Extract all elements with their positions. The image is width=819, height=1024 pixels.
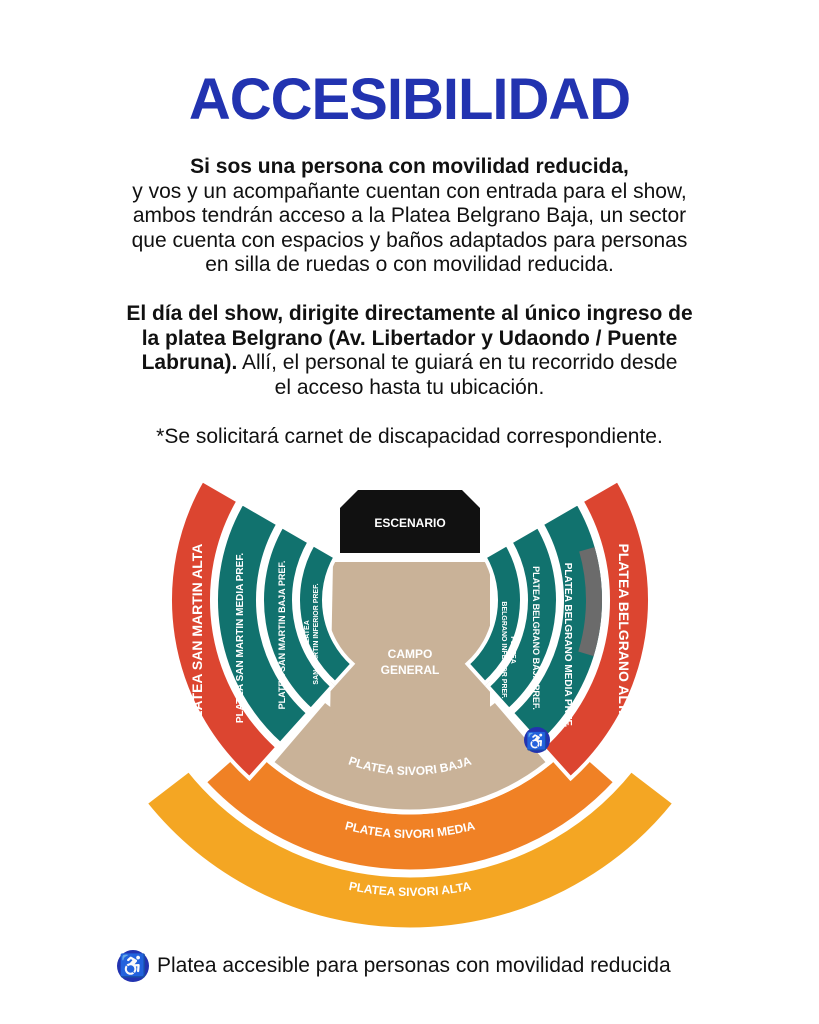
intro-line: en silla de ruedas o con movilidad reduc… xyxy=(205,253,614,276)
instructions-bold: El día del show, dirigite directamente a… xyxy=(126,302,693,325)
san-martin-baja-label: PLATEA SAN MARTIN BAJA PREF. xyxy=(277,561,287,710)
stage-label: ESCENARIO xyxy=(374,516,445,530)
belgrano-inferior-label: BELGRANO INFERIOR PREF. xyxy=(500,601,507,698)
stage xyxy=(340,490,480,553)
wheelchair-icon-circle xyxy=(524,727,550,753)
intro-line: que cuenta con espacios y baños adaptado… xyxy=(131,228,688,252)
legend-text: Platea accesible para personas con movil… xyxy=(157,954,671,977)
legend: ♿ Platea accesible para personas con mov… xyxy=(117,950,671,982)
sector-sivori-alta xyxy=(141,765,679,933)
instructions-line: el acceso hasta tu ubicación. xyxy=(274,375,545,399)
instructions-text: El día del show, dirigite directamente a… xyxy=(0,302,819,400)
intro-line: ambos tendrán acceso a la Platea Belgran… xyxy=(132,204,687,227)
belgrano-inferior-label: PLATEA xyxy=(509,636,516,663)
san-martin-alta-label: PLATEA SAN MARTIN ALTA xyxy=(189,544,205,729)
belgrano-baja-label: PLATEA BELGRANO BAJA PREF. xyxy=(531,566,541,710)
page-title: ACCESIBILIDAD xyxy=(188,67,631,132)
san-martin-media-label: PLATEA SAN MARTIN MEDIA PREF. xyxy=(235,553,246,723)
campo-label: CAMPO xyxy=(388,647,433,661)
wheelchair-marker: ♿ xyxy=(524,727,550,753)
intro-line: y vos y un acompañante cuentan con entra… xyxy=(132,179,687,203)
sivori-alta-label: PLATEA SIVORI ALTA xyxy=(348,879,473,899)
wheelchair-icon: ♿ xyxy=(117,950,149,982)
instructions-line: Allí, el personal te guiará en tu recorr… xyxy=(237,351,678,374)
san-martin-inferior-label: SAN MARTIN INFERIOR PREF. xyxy=(313,583,320,684)
sector-san-martin-baja xyxy=(260,523,336,713)
belgrano-media-label: PLATEA BELGRANO MEDIA PREF. xyxy=(562,563,573,728)
intro-text: Si sos una persona con movilidad reducid… xyxy=(0,155,819,278)
sector-belgrano-alta xyxy=(539,477,652,782)
sector-san-martin-inferior xyxy=(296,541,356,687)
instructions-bold: la platea Belgrano (Av. Libertador y Uda… xyxy=(141,326,678,350)
sector-campo-general xyxy=(330,562,490,748)
sector-san-martin-alta xyxy=(168,477,281,782)
sector-san-martin-media xyxy=(214,500,312,747)
campo-label: GENERAL xyxy=(381,663,440,677)
wheelchair-icon: ♿ xyxy=(526,731,547,751)
belgrano-alta-label: PLATEA BELGRANO ALTA xyxy=(616,543,632,720)
san-martin-inferior-label: PLATEA xyxy=(304,620,311,647)
sector-belgrano-baja xyxy=(484,523,560,713)
instructions-bold: Labruna). xyxy=(141,351,238,374)
blocked-area xyxy=(578,547,603,657)
sector-belgrano-inferior xyxy=(464,541,524,687)
note-text: *Se solicitará carnet de discapacidad co… xyxy=(156,425,663,448)
intro-bold: Si sos una persona con movilidad reducid… xyxy=(190,155,629,178)
